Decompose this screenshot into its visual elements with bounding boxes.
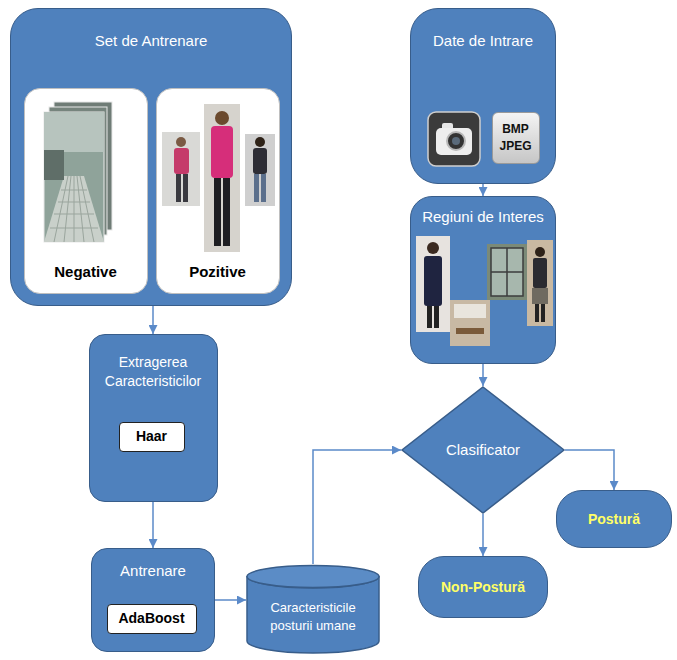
person-head (255, 137, 265, 147)
camera-icon (428, 112, 480, 166)
person-leg (535, 304, 539, 322)
input-data-panel: Date de IntrareBMP JPEG (410, 8, 556, 184)
person-head (427, 242, 439, 254)
person-leg (214, 178, 221, 246)
window-frame (491, 248, 523, 296)
photo-frame (487, 244, 527, 300)
flow-arrow (152, 502, 154, 548)
person-leg (183, 174, 188, 202)
corridor-floor (44, 176, 104, 242)
positive-samples-box: Pozitive (156, 88, 280, 294)
photo-frame (450, 300, 490, 346)
photo-frame (49, 107, 107, 235)
person-top (533, 258, 547, 288)
training-box: AntrenareAdaBoost (91, 548, 215, 652)
room-table (456, 328, 484, 334)
photo-frame (527, 240, 553, 326)
person-head (215, 111, 229, 125)
region-image-woman (416, 236, 450, 332)
camera-lens (447, 132, 465, 150)
negative-samples-box: Negative (24, 88, 148, 294)
camera-body (436, 128, 472, 155)
person-coat (211, 126, 233, 178)
region-image-woman-2 (527, 240, 553, 326)
haar-box: Haar (119, 422, 185, 452)
positive-image-3 (245, 134, 275, 206)
feature-database: Caracteristicile posturii umane (246, 564, 380, 654)
person-jacket (253, 148, 267, 174)
person-leg (176, 174, 181, 202)
photo-frame (162, 132, 200, 206)
person-head (535, 247, 545, 257)
flow-arrow (215, 599, 246, 601)
window-cross (491, 248, 523, 296)
process-label: Antrenare (120, 561, 186, 581)
cylinder-top (247, 566, 379, 588)
decision-label: Clasificator (446, 440, 520, 460)
person-skirt (532, 288, 548, 304)
flow-arrow (482, 184, 484, 196)
photo-frame (416, 236, 450, 332)
photo-frame (204, 104, 240, 252)
region-image-window (487, 244, 527, 300)
camera-lens-glass (452, 137, 460, 145)
person-torso (174, 148, 189, 174)
sample-label: Negative (54, 262, 117, 282)
panel-title: Set de Antrenare (95, 31, 208, 51)
panel-title: Date de Intrare (433, 31, 533, 51)
training-set-panel: Set de AntrenareNegative Pozitive (10, 8, 292, 306)
corridor-wall (44, 112, 104, 152)
icon-tile (428, 112, 480, 166)
regions-panel: Regiuni de Interes (410, 196, 556, 364)
process-label: Extragerea Caracteristicilor (94, 353, 213, 391)
person-leg (434, 306, 439, 328)
sample-label: Pozitive (189, 262, 246, 282)
person-dress (424, 256, 442, 306)
person-head (176, 137, 186, 147)
person-leg (223, 178, 230, 246)
posture-result: Postură (556, 490, 672, 548)
method-label: Haar (136, 427, 167, 446)
photo-frame (44, 112, 104, 242)
file-format-box: BMP JPEG (492, 112, 540, 164)
diamond-shape (402, 387, 564, 513)
method-label: AdaBoost (118, 609, 184, 628)
adaboost-box: AdaBoost (107, 604, 197, 634)
flow-arrow (482, 514, 484, 556)
classifier-diamond: Clasificator (401, 386, 565, 514)
panel-title: Regiuni de Interes (422, 207, 544, 227)
corridor-door (44, 150, 64, 180)
flow-arrow (152, 306, 154, 334)
flow-arrow (313, 450, 401, 564)
person-leg (541, 304, 545, 322)
person-leg (427, 306, 432, 328)
room-window (454, 304, 486, 318)
flow-arrow (565, 450, 614, 490)
region-image-room (450, 300, 490, 346)
flow-arrow (482, 364, 484, 386)
camera-flash (442, 123, 453, 130)
photo-frame (245, 134, 275, 206)
negative-image-stack (44, 102, 112, 242)
format-label: BMP JPEG (496, 121, 536, 153)
positive-image-2 (204, 104, 240, 252)
floor-tiles (50, 176, 98, 242)
result-label: Non-Postură (441, 578, 525, 597)
photo-frame (54, 102, 112, 230)
feature-extraction-box: Extragerea CaracteristicilorHaar (89, 334, 218, 502)
non-posture-result: Non-Postură (418, 556, 548, 618)
person-leg (261, 174, 266, 202)
database-label: Caracteristicile posturii umane (252, 599, 374, 634)
positive-image-1 (162, 132, 200, 206)
person-leg (254, 174, 259, 202)
result-label: Postură (588, 510, 640, 529)
